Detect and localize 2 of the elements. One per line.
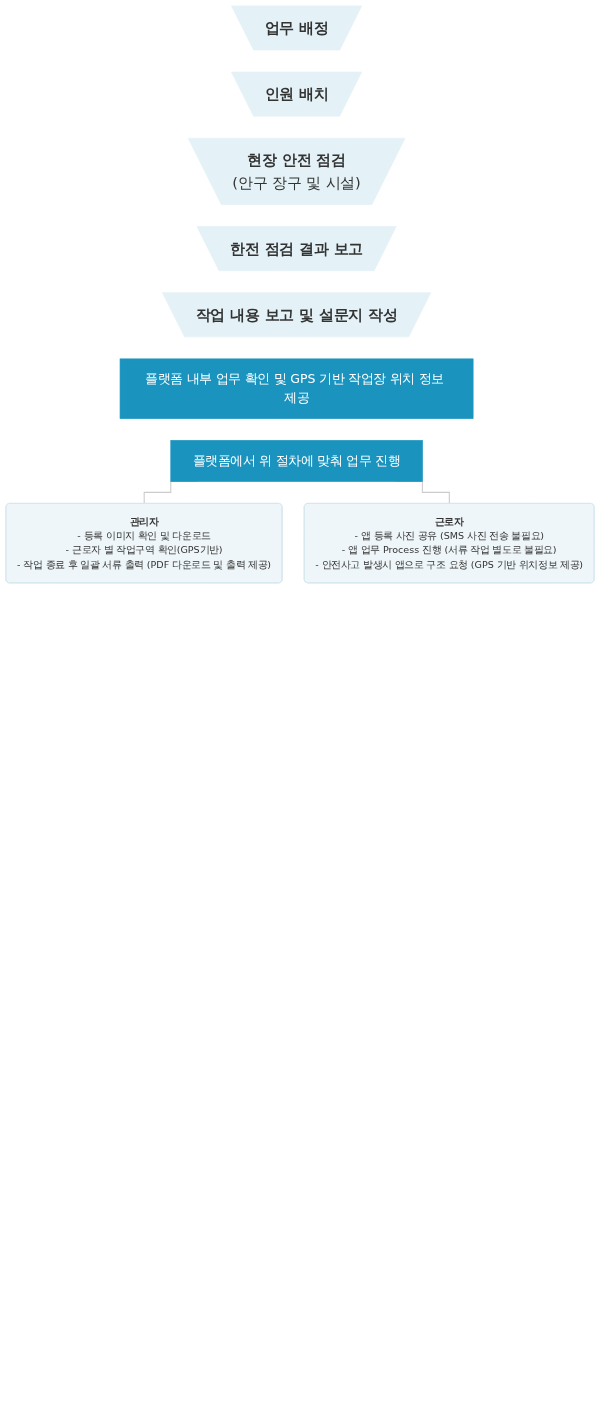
node-box: 플랫폼 내부 업무 확인 및 GPS 기반 작업장 위치 정보 제공 [119,358,474,419]
node-box: 플랫폼에서 위 절차에 맞춰 업무 진행 [170,440,423,482]
